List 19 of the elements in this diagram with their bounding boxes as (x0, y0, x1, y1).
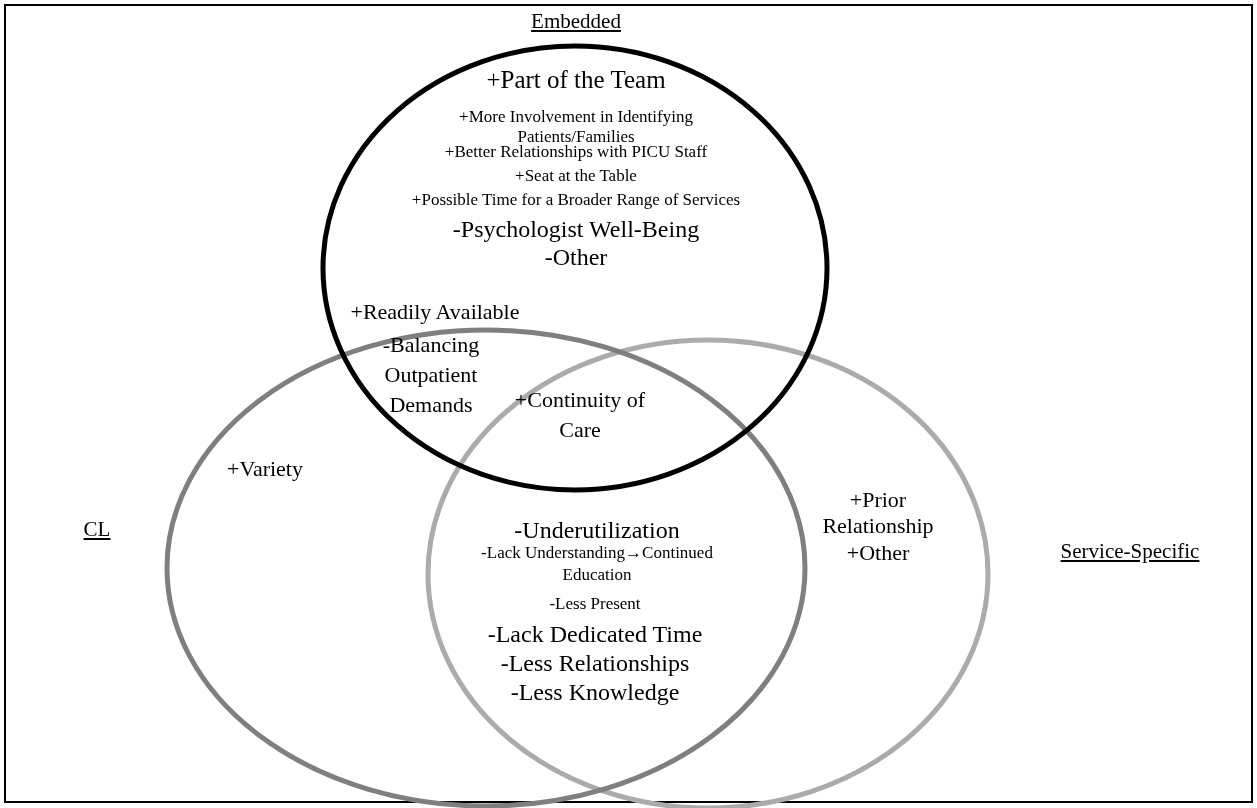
list-item: -Psychologist Well-Being (451, 214, 701, 244)
overlap-item: +Continuity of Care (513, 386, 647, 444)
list-item: -Other (543, 242, 609, 272)
overlap-item: -Lack Dedicated Time (486, 619, 704, 649)
set-title: Embedded (530, 9, 622, 35)
overlap-item: -Less Present (548, 593, 642, 615)
list-item: +Variety (226, 455, 304, 483)
set-title: CL (82, 517, 112, 543)
list-item: +Seat at the Table (514, 165, 638, 187)
list-item: +Other (845, 539, 911, 567)
list-item: +Part of the Team (485, 65, 667, 95)
overlap-item: +Readily Available (349, 298, 521, 326)
list-item: +Prior Relationship (821, 486, 935, 540)
overlap-item: -Less Knowledge (509, 677, 681, 707)
set-title: Service-Specific (1060, 539, 1200, 565)
list-item: +Better Relationships with PICU Staff (443, 141, 709, 163)
list-item: +Possible Time for a Broader Range of Services (410, 189, 742, 211)
overlap-item: -Less Relationships (499, 648, 691, 678)
overlap-item: -Balancing Outpatient Demands (381, 331, 481, 419)
